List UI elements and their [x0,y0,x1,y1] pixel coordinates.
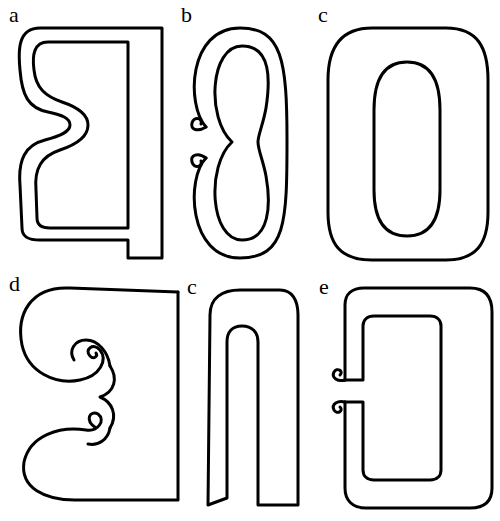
shape-d [21,288,178,500]
panel-letter: c [186,276,198,298]
panel-letter: a [8,4,20,26]
panel-letter: b [180,4,193,26]
shape-c-open [208,290,298,505]
shape-c-closed [328,28,488,260]
shape-a [19,28,162,258]
panel-letter: e [318,276,330,298]
shape-b [192,28,287,258]
panel-letter: d [8,273,21,295]
shape-e [333,288,492,508]
panel-letter: c [317,4,329,26]
